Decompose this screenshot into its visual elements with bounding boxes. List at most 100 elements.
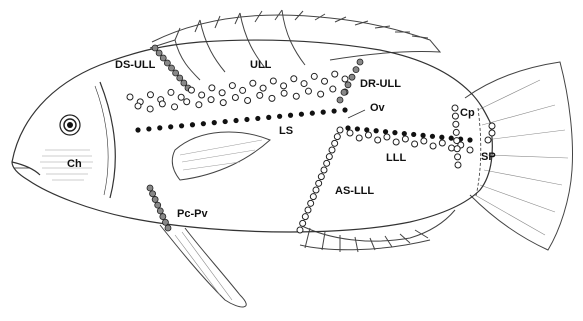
ull-marker <box>172 104 178 110</box>
ull-canal <box>127 71 348 112</box>
lll-marker <box>439 135 444 140</box>
dorsal-fin <box>150 10 440 80</box>
cp-marker <box>452 105 458 111</box>
dr-ull-marker <box>337 97 343 103</box>
ull-marker <box>281 83 287 89</box>
ull-marker <box>291 76 297 82</box>
ds-ull-marker <box>181 80 187 86</box>
cp-marker <box>454 138 460 144</box>
lll-marker <box>383 129 388 134</box>
sp-marker <box>485 137 491 143</box>
ull-marker <box>342 76 348 82</box>
sp-marker <box>489 130 495 136</box>
label-ls: LS <box>279 126 293 137</box>
lll-marker <box>402 131 407 136</box>
as-lll-marker <box>326 154 332 160</box>
lll-marker <box>449 145 455 151</box>
ls-marker <box>233 118 238 123</box>
pc-pv-marker <box>147 185 153 191</box>
as-lll-marker <box>316 180 322 186</box>
as-lll-marker <box>300 220 306 226</box>
ull-marker <box>260 85 266 91</box>
dr-ull-marker <box>357 59 363 65</box>
ov-pointer <box>348 110 365 118</box>
label-lll: LLL <box>386 153 406 164</box>
ds-ull-marker <box>173 70 179 76</box>
ls-marker <box>223 119 228 124</box>
as-lll-marker <box>305 207 311 213</box>
cp-marker <box>454 146 460 152</box>
dr-ull-marker <box>353 67 359 73</box>
ull-marker <box>322 78 328 84</box>
as-lll-marker <box>321 167 327 173</box>
label-ds-ull: DS-ULL <box>115 60 155 71</box>
ull-marker <box>184 99 190 105</box>
ls-marker <box>321 110 326 115</box>
ls-marker <box>179 123 184 128</box>
lll-marker <box>420 133 425 138</box>
lll-marker <box>467 147 473 153</box>
ull-marker <box>209 85 215 91</box>
as-lll-marker <box>297 227 303 233</box>
ls-marker <box>332 108 337 113</box>
label-ov: Ov <box>370 103 385 114</box>
label-dr-ull: DR-ULL <box>360 79 401 90</box>
ls-marker <box>299 112 304 117</box>
ull-marker <box>301 81 307 87</box>
ds-ull-marker <box>152 45 158 51</box>
ull-marker <box>257 92 263 98</box>
lll-marker <box>430 143 436 149</box>
lll-marker <box>355 126 360 131</box>
lll-marker <box>375 137 381 143</box>
cp-marker <box>453 129 459 135</box>
label-ch: Ch <box>67 159 82 170</box>
pc-pv-marker <box>152 196 158 202</box>
eye-icon <box>60 115 80 135</box>
ls-marker <box>288 113 293 118</box>
cp-marker <box>455 162 461 168</box>
ds-ull-marker <box>169 65 175 71</box>
as-lll-marker <box>334 134 340 140</box>
ls-marker <box>135 127 140 132</box>
pc-pv-marker <box>162 219 168 225</box>
ls-marker <box>310 111 315 116</box>
ull-marker <box>240 87 246 93</box>
ls-canal <box>135 107 347 132</box>
as-lll-marker <box>329 147 335 153</box>
ull-marker <box>219 90 225 96</box>
dr-ull-marker <box>349 74 355 80</box>
as-lll-marker <box>310 194 316 200</box>
label-as-lll: AS-LLL <box>335 186 374 197</box>
as-lll-marker <box>324 160 330 166</box>
sp-marker <box>489 123 495 129</box>
ull-marker <box>245 97 251 103</box>
as-lll-marker <box>313 187 319 193</box>
cp-marker <box>452 113 458 119</box>
lll-marker <box>430 134 435 139</box>
ds-ull-marker <box>160 55 166 61</box>
as-lll-marker <box>302 214 308 220</box>
as-lll-canal <box>297 127 343 233</box>
sp-marker <box>485 123 495 143</box>
lll-marker <box>393 139 399 145</box>
lll-marker <box>467 137 472 142</box>
ull-marker <box>127 94 133 100</box>
ull-marker <box>196 102 202 108</box>
ull-marker <box>270 78 276 84</box>
ull-marker <box>232 95 238 101</box>
pc-pv-canal <box>147 185 171 231</box>
pectoral-fin <box>172 132 270 180</box>
lll-marker <box>402 136 408 142</box>
pc-pv-marker <box>160 214 166 220</box>
ull-marker <box>147 106 153 112</box>
cp-marker <box>453 121 459 127</box>
lll-marker <box>411 132 416 137</box>
lll-marker <box>356 135 362 141</box>
pc-pv-marker <box>150 191 156 197</box>
ull-marker <box>178 94 184 100</box>
ull-marker <box>332 71 338 77</box>
ull-marker <box>305 88 311 94</box>
ls-marker <box>190 122 195 127</box>
ull-marker <box>330 86 336 92</box>
